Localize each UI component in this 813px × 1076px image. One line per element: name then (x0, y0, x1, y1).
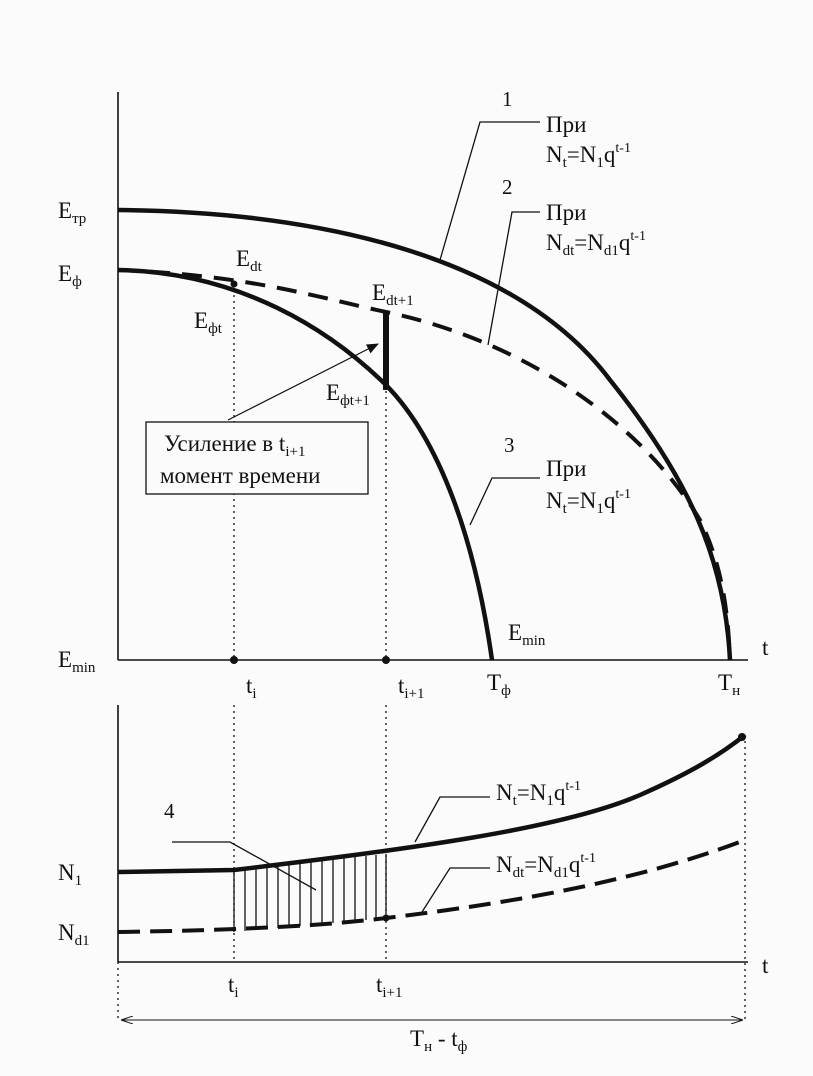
curve-2-dashed (117, 268, 732, 661)
leader-nt (414, 796, 490, 843)
annotation-line-1: Усиление в ti+1 (164, 431, 305, 460)
label-etr: Eтр (58, 198, 86, 227)
top-chart: Eтр Eф Emin ti ti+1 Tф Tн t Edt Eфt Edt+… (58, 87, 769, 702)
point-ti-upper (230, 280, 238, 288)
label-edt1: Edt+1 (372, 280, 414, 309)
label-hatch-4: 4 (164, 799, 175, 823)
leader-curve-1 (439, 121, 540, 261)
curve-3-formula: Nt=N1qt-1 (546, 487, 631, 517)
label-ndt-formula: Ndt=Nd1qt-1 (496, 851, 596, 881)
box-arrow (227, 343, 379, 421)
label-nt-formula: Nt=N1qt-1 (496, 779, 581, 809)
label-top-ti1: ti+1 (398, 673, 425, 702)
label-n1: N1 (58, 860, 82, 889)
label-ef: Eф (58, 261, 82, 290)
label-emin-curve: Emin (508, 620, 546, 649)
leader-curve-3 (469, 477, 540, 526)
label-bottom-ti: ti (228, 972, 239, 1001)
leader-curve-2 (487, 211, 540, 346)
hatch-region (233, 854, 387, 932)
annotation-box (145, 421, 369, 495)
label-tf: Tф (487, 670, 511, 699)
point-ti-axis (230, 656, 238, 664)
curve-2-pri: При (546, 200, 586, 225)
label-bottom-t: t (762, 953, 769, 978)
curve-1 (117, 207, 733, 661)
label-eft1: Eфt+1 (326, 380, 370, 409)
label-bottom-ti1: ti+1 (376, 972, 403, 1001)
curve-2-number: 2 (502, 175, 513, 199)
leader-ndt (421, 867, 490, 913)
curve-1-number: 1 (502, 87, 513, 111)
curve-3-number: 3 (504, 433, 515, 457)
label-edt: Edt (236, 246, 263, 275)
curve-3-pri: При (546, 456, 586, 481)
label-emin-axis: Emin (58, 647, 96, 676)
curve-2-formula: Ndt=Nd1qt-1 (546, 229, 646, 259)
label-eft: Eфt (194, 308, 223, 337)
curve-nt-end (738, 733, 746, 741)
annotation-line-2: момент времени (160, 463, 320, 488)
curve-ndt-dashed (117, 838, 746, 934)
curve-1-formula: Nt=N1qt-1 (546, 141, 631, 171)
label-top-t: t (762, 635, 769, 660)
point-ti1-ndt (382, 914, 390, 922)
label-top-ti: ti (246, 673, 257, 702)
curve-nt (117, 733, 747, 875)
point-ti1-axis (382, 656, 390, 664)
label-nd1: Nd1 (58, 920, 90, 949)
label-tn: Tн (718, 670, 740, 699)
leader-hatch (172, 841, 317, 891)
curve-1-pri: При (546, 112, 586, 137)
label-span: Tн - tф (410, 1026, 468, 1055)
bottom-chart: 4 Nt=N1qt-1 Ndt=Nd1qt-1 N1 Nd1 ti ti+1 t… (58, 705, 769, 1055)
